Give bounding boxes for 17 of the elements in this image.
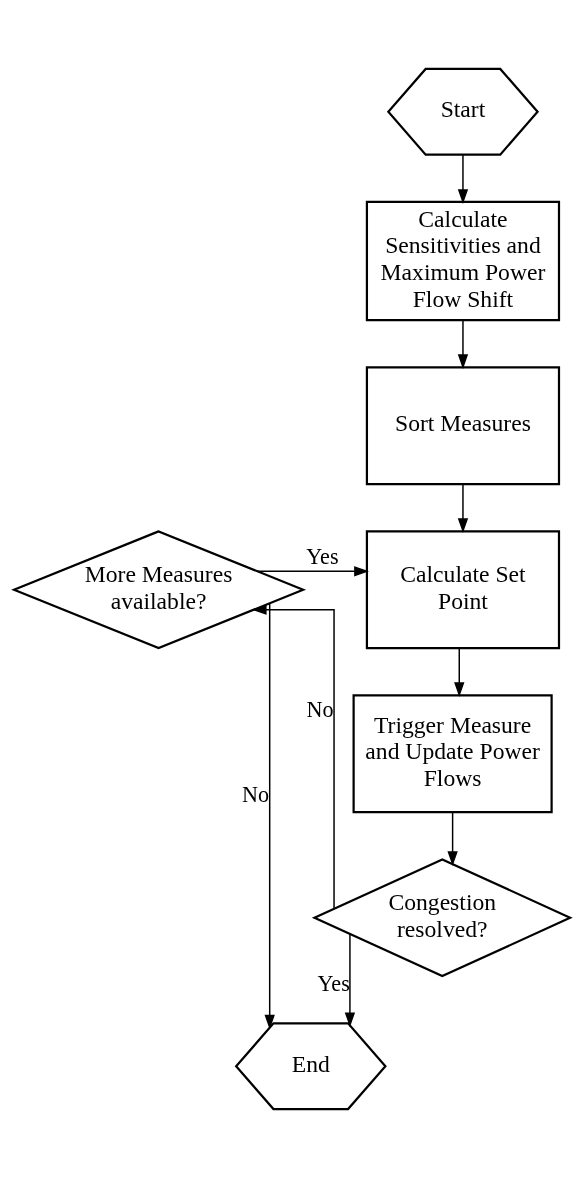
node-box: Calculate Set Point: [365, 530, 561, 650]
arrow: [344, 933, 356, 1028]
arrow: [457, 483, 469, 534]
node-box: Sort Measures: [365, 366, 561, 486]
arrow: [454, 647, 465, 698]
node-box: Calculate Sensitivities and Maximum Power Flow Shift: [365, 200, 561, 322]
node-diamond: More Measures available?: [11, 530, 307, 650]
arrow: [264, 602, 275, 1030]
edge-label: Yes: [306, 543, 339, 569]
arrow: [256, 566, 369, 577]
arrow: [457, 154, 469, 205]
arrow: [457, 319, 469, 370]
edge-label: No: [242, 782, 270, 808]
arrow: [447, 811, 458, 867]
edge-label: No: [306, 697, 334, 723]
node-box: Trigger Measure and Update Power Flows: [352, 694, 553, 814]
arrow: [251, 604, 335, 909]
